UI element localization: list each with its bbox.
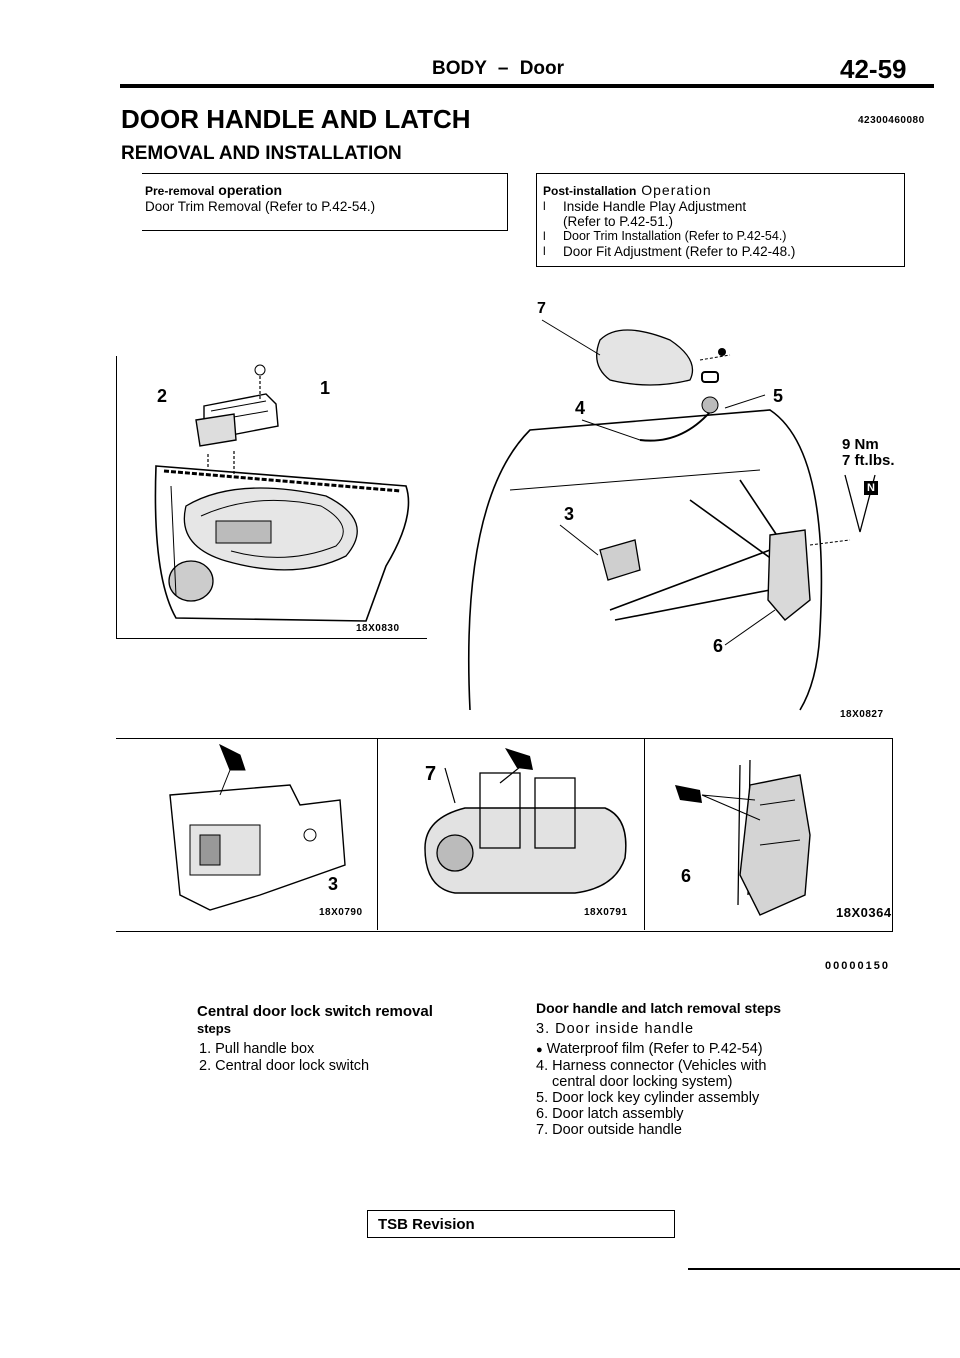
pre-removal-prefix: Pre-removal	[145, 184, 215, 198]
post-installation-prefix: Post-installation	[543, 184, 637, 198]
door-figure-code: 18X0827	[840, 709, 884, 720]
inside-handle-code: 18X0790	[319, 907, 363, 918]
door-step: 5. Door lock key cylinder assembly	[536, 1090, 760, 1106]
torque-marker: N	[864, 481, 878, 495]
latch-code: 18X0364	[836, 905, 892, 920]
group-code: 00000150	[825, 960, 890, 972]
callout-5: 5	[773, 386, 784, 406]
bottom-figures-frame	[116, 738, 893, 932]
post-item: Inside Handle Play Adjustment(Refer to P…	[543, 199, 903, 229]
pre-removal-box: Pre-removal operation Door Trim Removal …	[142, 173, 508, 231]
door-figure-drawing	[467, 319, 876, 711]
outside-handle-code: 18X0791	[584, 907, 628, 918]
callout-6-latch: 6	[681, 866, 692, 886]
subsection-title: Door	[519, 58, 565, 79]
door-step: central door locking system)	[552, 1074, 733, 1090]
page-number: 42-59	[840, 54, 907, 84]
figure-divider-1	[377, 738, 378, 930]
header-rule	[120, 84, 934, 88]
post-item: Door Trim Installation (Refer to P.42-54…	[543, 229, 903, 244]
tsb-label: TSB Revision	[378, 1216, 475, 1233]
central-switch-steps: 1. Pull handle box 2. Central door lock …	[199, 1041, 369, 1075]
post-item-ref: (Refer to P.42-51.)	[563, 214, 674, 229]
post-installation-list: Inside Handle Play Adjustment(Refer to P…	[543, 199, 903, 259]
switch-figure-code: 18X0830	[356, 623, 400, 634]
callout-4: 4	[575, 398, 586, 418]
post-item: Door Fit Adjustment (Refer to P.42-48.)	[543, 244, 903, 259]
door-handle-heading: Door handle and latch removal steps	[536, 1000, 782, 1016]
document-code: 42300460080	[858, 115, 925, 126]
latch-drawing	[675, 759, 811, 916]
page-subtitle: REMOVAL AND INSTALLATION	[121, 143, 402, 164]
tsb-box: TSB Revision	[367, 1210, 675, 1238]
callout-1: 1	[320, 378, 331, 398]
post-installation-box: Post-installation Operation Inside Handl…	[536, 173, 905, 267]
callout-6-door: 6	[713, 636, 724, 656]
pre-removal-line: Door Trim Removal (Refer to P.42-54.)	[145, 199, 376, 214]
central-switch-heading-2: steps	[197, 1021, 231, 1036]
section-title: BODY	[432, 58, 487, 79]
callout-7-outside: 7	[425, 763, 437, 785]
door-step: 6. Door latch assembly	[536, 1106, 684, 1122]
central-step: 2. Central door lock switch	[199, 1058, 370, 1074]
door-handle-steps: 3. Door inside handle ●Waterproof film (…	[536, 1021, 916, 1138]
callout-3-door: 3	[564, 504, 575, 524]
door-step: 7. Door outside handle	[536, 1122, 682, 1138]
switch-figure-drawing	[154, 364, 410, 622]
door-step-film: ●Waterproof film (Refer to P.42-54)	[536, 1041, 763, 1057]
callout-2: 2	[157, 386, 168, 406]
header-section: BODY – Door	[432, 58, 564, 80]
central-switch-heading: Central door lock switch removal	[197, 1003, 433, 1020]
door-step: 3. Door inside handle	[536, 1021, 695, 1037]
door-step: 4. Harness connector (Vehicles with	[536, 1058, 767, 1074]
switch-figure-frame	[116, 356, 427, 639]
torque-nm: 9 Nm	[842, 436, 879, 453]
inside-handle-drawing	[169, 743, 346, 911]
torque-ftlbs: 7 ft.lbs.	[842, 452, 895, 469]
figure-divider-2	[644, 738, 645, 930]
footer-rule	[688, 1268, 960, 1270]
central-step: 1. Pull handle box	[199, 1041, 315, 1057]
page-title: DOOR HANDLE AND LATCH	[121, 104, 471, 134]
outside-handle-drawing	[424, 748, 627, 894]
pre-removal-heading: operation	[214, 182, 283, 198]
header-dash: –	[497, 58, 509, 79]
post-installation-heading: Operation	[636, 182, 712, 198]
callout-7-door: 7	[537, 300, 546, 317]
bullet-icon: ●	[536, 1044, 543, 1056]
callout-3-inside: 3	[328, 874, 339, 894]
